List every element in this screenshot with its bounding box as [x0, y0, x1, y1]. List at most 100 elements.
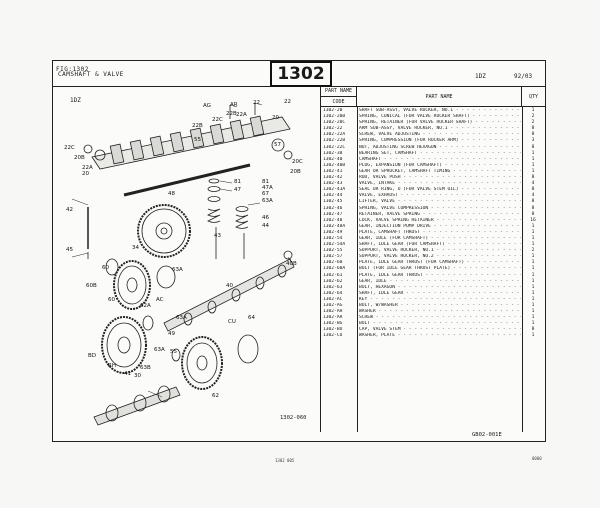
callout-20: 20 — [82, 171, 89, 177]
page-number: 1302 005 — [275, 458, 295, 463]
callout-22: 22 — [253, 100, 260, 106]
callout-22: 22 — [284, 99, 291, 105]
part-name: SUPPORT, VALVE ROCKER, NO.1 — [359, 248, 521, 254]
column-header-code: PART NAME CODE — [321, 87, 357, 107]
table-row: 1302-BGBOLT1 — [321, 321, 545, 327]
part-code: 1302-48A — [323, 223, 346, 229]
part-qty: 8 — [531, 205, 535, 211]
table-row: 1302-40CAMSHAFT1 — [321, 157, 545, 163]
part-qty: 1 — [531, 150, 535, 156]
callout-bd: BD — [88, 353, 97, 359]
part-code: 1302-22B — [323, 138, 346, 144]
part-code: 1302-46 — [323, 205, 343, 211]
column-divider — [357, 107, 358, 432]
callout-55: 55 — [170, 349, 177, 355]
callout-22a: 22A — [82, 165, 93, 171]
column-header-part-name: PART NAME — [357, 87, 522, 107]
part-qty: 8 — [531, 126, 535, 132]
shaft-lower — [93, 385, 181, 426]
callout-34: 34 — [132, 245, 139, 251]
figure-title: CAMSHAFT & VALVE — [58, 71, 124, 78]
part-name: BOLT, HEXAGON — [359, 285, 521, 291]
part-name: BOLT (FOR IDLE GEAR THRUST PLATE) — [359, 266, 521, 272]
callout-67: 67 — [262, 191, 269, 197]
idle-gear-62 — [171, 334, 259, 390]
part-qty: 1 — [531, 278, 535, 284]
part-name: SEAL OR RING, O (FOR VALVE STEM OIL) — [359, 187, 521, 193]
part-qty: 4 — [531, 181, 535, 187]
callout-81: 81 — [234, 179, 241, 185]
part-code: 1302-47 — [323, 211, 343, 217]
callout-63a: 63A — [154, 347, 165, 353]
callout-42: 42 — [66, 207, 73, 213]
callout-49: 49 — [168, 331, 175, 337]
part-name: PLATE, CAMSHAFT THRUST — [359, 230, 521, 236]
part-name: KEY — [359, 297, 521, 303]
part-name: SHAFT SUB-ASSY, VALVE ROCKER, NO.1 — [359, 108, 521, 114]
part-code: 1302-CU — [323, 333, 343, 339]
callout-rh: RH — [108, 363, 116, 369]
idle-gear-34 — [105, 258, 176, 310]
part-name: WASHER — [359, 309, 521, 315]
part-qty: 1 — [531, 156, 535, 162]
part-code: 1302-62 — [323, 278, 343, 284]
callout-60: 60 — [102, 265, 109, 271]
part-name: CAP, VALVE STEM — [359, 327, 521, 333]
part-name: PLUG, EXPANSION (FOR CAMSHAFT) — [359, 163, 521, 169]
callout-44: 44 — [262, 223, 269, 229]
part-qty: 8 — [531, 199, 535, 205]
part-code: 1302-44 — [323, 193, 343, 199]
callout-46: 46 — [262, 215, 269, 221]
camshaft — [163, 250, 295, 332]
part-code: 1302-AG — [323, 303, 343, 308]
push-rod — [123, 163, 251, 197]
part-code: 1302-49 — [323, 229, 343, 235]
part-qty: 1 — [531, 229, 535, 235]
column-divider — [522, 107, 523, 432]
table-row: 1302-49 PLATE, CAMSHAFT THRUST 1 — [321, 230, 545, 236]
callout-22a: 22A — [236, 112, 247, 118]
part-qty: 1 — [531, 333, 535, 339]
form-reference: GB02-001E — [472, 432, 502, 438]
sub-model-code: 1DZ — [70, 97, 81, 104]
part-code: 1302-22A — [323, 132, 346, 138]
callout-cu: CU — [228, 319, 236, 325]
part-qty: 1 — [531, 296, 535, 302]
part-name: SPRING, COMPRESSION (FOR ROCKER ARM) — [359, 138, 521, 144]
corner-number: 0000 — [532, 456, 542, 461]
callout-ar: AR — [230, 102, 238, 108]
crank-gear-41 — [101, 315, 154, 374]
callout-ac: AC — [156, 297, 164, 303]
figure-label: FIG:1302 — [56, 66, 89, 73]
part-name: SUPPORT, VALVE ROCKER, NO.2 — [359, 254, 521, 260]
callout-62: 62 — [212, 393, 219, 399]
part-code: 1302-41 — [323, 168, 343, 174]
callout-48: 48 — [168, 191, 175, 197]
part-qty: 2 — [531, 114, 535, 120]
part-qty: 3 — [531, 138, 535, 144]
callout-45: 45 — [66, 247, 73, 253]
callout-22c: 22C — [64, 145, 75, 151]
part-name: BOLT, W/WASHER — [359, 303, 521, 309]
part-qty: 8 — [531, 132, 535, 138]
callout-30: 30 — [134, 373, 141, 379]
part-name: PLATE, IDLE GEAR THRUST (FOR CAMSHAFT) — [359, 260, 521, 266]
part-code: 1302-20B — [323, 114, 346, 120]
part-name: CAMSHAFT — [359, 157, 521, 163]
callout-63a: 63A — [172, 267, 183, 273]
part-qty: 1 — [531, 315, 535, 321]
